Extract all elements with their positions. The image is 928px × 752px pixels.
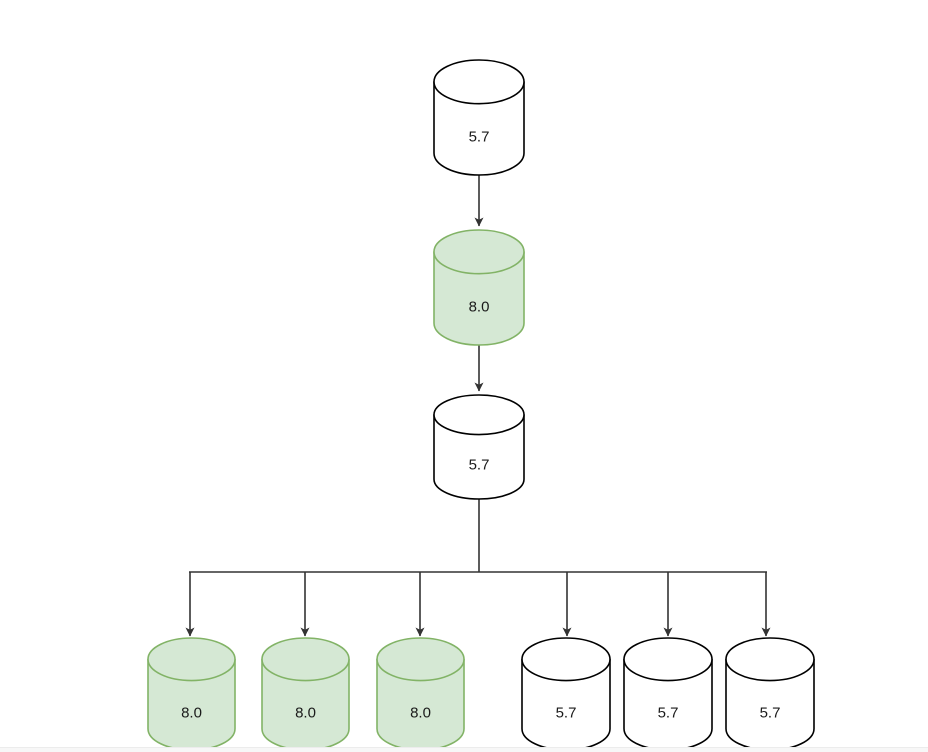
edges-layer [185, 175, 771, 637]
cylinder-top-cap [433, 229, 525, 275]
cylinder-body [433, 251, 525, 346]
cylinder-label: 5.7 [469, 129, 490, 146]
cylinder-leaf-4[interactable]: 5.7 [521, 637, 611, 751]
cylinder-label: 8.0 [410, 705, 431, 722]
cylinder-node-second[interactable]: 8.0 [433, 229, 525, 346]
cylinder-top-cap [725, 637, 815, 682]
cylinder-label: 8.0 [181, 705, 202, 722]
cylinder-top-cap [433, 394, 525, 436]
cylinder-body [433, 81, 525, 176]
cylinder-top-cap [376, 637, 465, 682]
cylinder-top-cap [433, 59, 525, 105]
cylinder-leaf-1[interactable]: 8.0 [147, 637, 236, 751]
cylinder-leaf-6[interactable]: 5.7 [725, 637, 815, 751]
cylinder-top-cap [147, 637, 236, 682]
cylinder-leaf-3[interactable]: 8.0 [376, 637, 465, 751]
cylinder-top-cap [623, 637, 713, 682]
cylinder-label: 5.7 [658, 705, 679, 722]
nodes-layer: 5.7 8.0 5.7 8.0 8.0 8.0 5.7 5.7 5.7 [147, 59, 815, 751]
cylinder-node-top[interactable]: 5.7 [433, 59, 525, 176]
cylinder-top-cap [261, 637, 350, 682]
cylinder-label: 5.7 [556, 705, 577, 722]
cylinder-body [433, 413, 525, 500]
cylinder-label: 8.0 [295, 705, 316, 722]
cylinder-label: 5.7 [760, 705, 781, 722]
cylinder-label: 5.7 [469, 456, 490, 473]
cylinder-top-cap [521, 637, 611, 682]
cylinder-leaf-2[interactable]: 8.0 [261, 637, 350, 751]
cylinder-label: 8.0 [469, 299, 490, 316]
cylinder-leaf-5[interactable]: 5.7 [623, 637, 713, 751]
cylinder-node-third[interactable]: 5.7 [433, 394, 525, 500]
